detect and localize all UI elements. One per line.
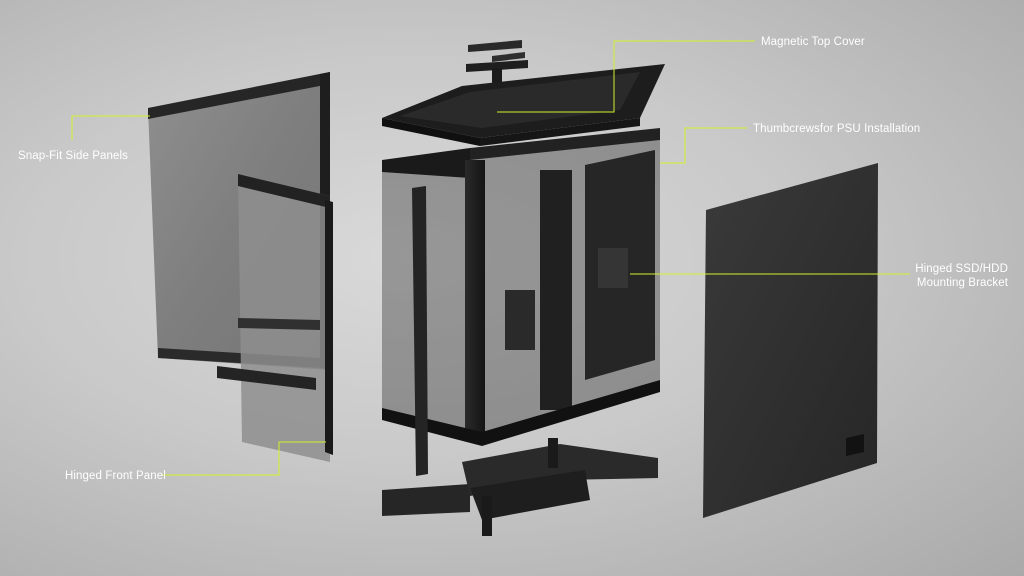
callout-line-psu <box>660 127 747 164</box>
callout-front-panel: Hinged Front Panel <box>65 470 166 482</box>
front-frame-bar <box>412 186 428 476</box>
callout-line-top-cover <box>497 40 755 113</box>
callout-line-side-panels <box>71 115 150 140</box>
callout-line-front-panel <box>162 441 326 476</box>
main-chassis <box>382 128 660 446</box>
callout-lines <box>71 40 910 476</box>
callout-ssd-bracket-line2: Mounting Bracket <box>916 277 1008 289</box>
callout-side-panels: Snap-Fit Side Panels <box>18 150 129 162</box>
callout-ssd-bracket: Hinged SSD/HDD Mounting Bracket <box>915 262 1008 290</box>
right-side-panel <box>703 163 878 518</box>
bottom-stand <box>382 438 658 536</box>
top-cover <box>382 64 665 146</box>
callout-psu-thumbscrews: Thumbcrewsfor PSU Installation <box>753 123 921 135</box>
callout-ssd-bracket-line1: Hinged SSD/HDD <box>915 263 1008 275</box>
front-panel <box>217 174 333 462</box>
callout-top-cover: Magnetic Top Cover <box>761 36 865 48</box>
